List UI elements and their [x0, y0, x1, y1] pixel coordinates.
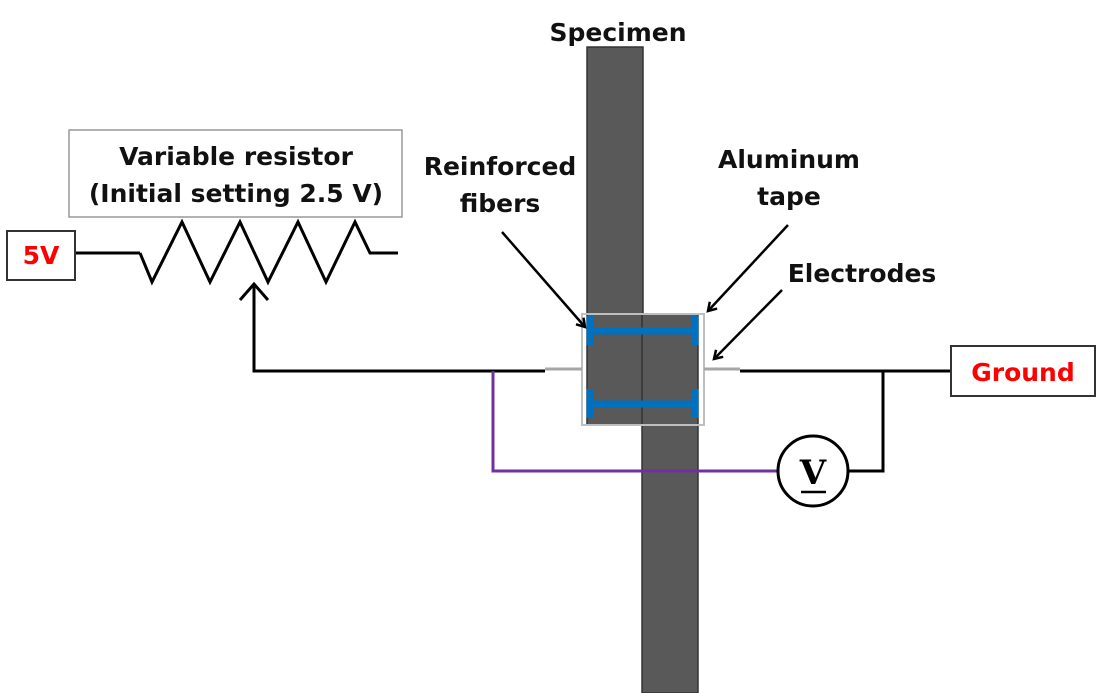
wiper-arrow-icon	[238, 281, 270, 301]
ground-box	[950, 345, 1096, 397]
aluminum-tape-arrow-icon	[708, 224, 789, 311]
electrodes-label: Electrodes	[788, 259, 937, 288]
voltmeter-circle	[776, 434, 850, 508]
reinforced-fibers-arrow-icon	[501, 231, 585, 327]
voltmeter-ground-wire	[849, 371, 885, 473]
voltmeter-symbol: V	[799, 453, 827, 493]
variable-resistor-setting: (Initial setting 2.5 V)	[89, 179, 383, 208]
electrodes-arrow-icon	[714, 289, 783, 359]
voltmeter: V	[776, 434, 850, 508]
voltmeter-wire	[491, 371, 777, 473]
reinforced-fibers-label: Reinforced	[424, 152, 577, 181]
aluminum-tape-label-line2: tape	[757, 182, 821, 211]
specimen-label: Specimen	[549, 18, 686, 47]
source-5v-box	[6, 230, 76, 281]
reinforced-fibers	[586, 316, 699, 418]
specimen-lower-bar	[641, 313, 699, 693]
source-5v-label: 5V	[23, 241, 60, 270]
reinforced-fibers-label-line2: fibers	[460, 189, 541, 218]
variable-resistor-label: Variable resistor	[119, 142, 353, 171]
aluminum-tape-label: Aluminum	[718, 145, 860, 174]
variable-resistor-box	[68, 129, 403, 218]
wiper-wire	[252, 285, 545, 373]
ground-label: Ground	[971, 358, 1075, 387]
resistor-zigzag	[138, 218, 398, 286]
specimen-upper-bar	[586, 46, 644, 426]
